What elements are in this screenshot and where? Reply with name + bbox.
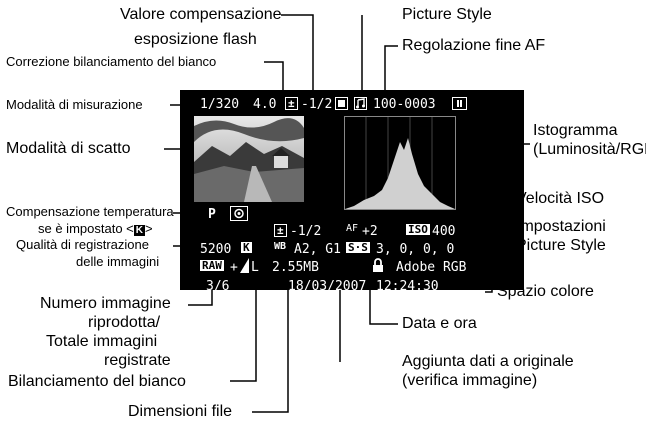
- histogram: [344, 116, 456, 210]
- image-number-label-line3: Totale immagini: [46, 333, 158, 350]
- date-time-label: Data e ora: [402, 315, 477, 332]
- folder-file-number: 100-0003: [373, 97, 436, 112]
- k-mode-icon: K: [241, 241, 252, 254]
- music-icon: [354, 97, 367, 113]
- white-balance-label: Bilanciamento del bianco: [8, 373, 186, 390]
- verification-lock-icon: [372, 258, 384, 276]
- image-number-label-line1: Numero immagine: [40, 295, 171, 312]
- verification-label-line2: (verifica immagine): [402, 372, 538, 389]
- af-adjust-value: +2: [362, 224, 378, 239]
- file-size-label: Dimensioni file: [128, 403, 233, 420]
- raw-badge: RAW: [200, 259, 224, 272]
- iso-value: 400: [432, 224, 456, 239]
- ps-settings-label-line2: Picture Style: [516, 237, 606, 254]
- date-value: 18/03/2007: [288, 279, 367, 294]
- flash-exp-comp-value: -1/2: [290, 224, 322, 239]
- metering-mode-icon: [230, 206, 248, 224]
- quality-plus: +: [230, 260, 238, 275]
- color-temp-label-line1: Compensazione temperatura: [6, 204, 174, 219]
- jpeg-quality-icon: [240, 258, 250, 276]
- picture-style-values: 3, 0, 0, 0: [376, 242, 455, 257]
- flash-comp-label-line1: Valore compensazione: [120, 6, 282, 23]
- wb-shift-icon: WB: [274, 241, 287, 252]
- color-temperature-value: 5200: [200, 242, 232, 257]
- image-number-label-line4: registrate: [104, 352, 171, 369]
- file-size-value: 2.55MB: [272, 260, 319, 275]
- picture-style-icon: S·S: [346, 241, 370, 254]
- wb-shift-value: A2, G1: [294, 242, 341, 257]
- ps-settings-label-line1: Impostazioni: [516, 218, 606, 235]
- metering-mode-label: Modalità di misurazione: [6, 97, 143, 112]
- histogram-label-line1: Istogramma: [533, 122, 618, 139]
- shooting-mode-label: Modalità di scatto: [6, 140, 131, 157]
- time-value: 12:24:30: [376, 279, 439, 294]
- exposure-comp-icon: ±: [285, 97, 298, 110]
- image-count-value: 3/6: [206, 279, 230, 294]
- color-space-value: Adobe RGB: [396, 260, 467, 275]
- wb-correction-label: Correzione bilanciamento del bianco: [6, 54, 217, 69]
- protect-icon: [335, 97, 348, 113]
- card-icon: [452, 97, 467, 113]
- flash-exp-comp-icon: ±: [274, 224, 287, 237]
- image-thumbnail: [194, 116, 304, 202]
- iso-badge: ISO: [406, 223, 430, 236]
- aperture-value: 4.0: [253, 97, 277, 112]
- iso-speed-label: Velocità ISO: [516, 190, 605, 207]
- af-fine-adjust-label: Regolazione fine AF: [402, 37, 546, 54]
- af-adjust-icon: AF: [346, 223, 359, 234]
- histogram-label-line2: (Luminosità/RGB): [533, 141, 646, 158]
- exposure-comp-value: -1/2: [301, 97, 333, 112]
- image-size-value: L: [251, 260, 259, 275]
- verification-label-line1: Aggiunta dati a originale: [402, 353, 574, 370]
- flash-comp-label-line2: esposizione flash: [134, 31, 257, 48]
- quality-label-line1: Qualità di registrazione: [16, 237, 149, 252]
- quality-label-line2: delle immagini: [76, 254, 160, 269]
- camera-lcd-screen: 1/320 4.0 ± -1/2 100-0003: [180, 90, 524, 294]
- k-icon: K: [133, 225, 145, 236]
- color-temp-label-line2: se è impostato <K>: [38, 221, 153, 236]
- picture-style-label: Picture Style: [402, 6, 492, 23]
- shutter-speed: 1/320: [200, 97, 240, 112]
- image-number-label-line2: riprodotta/: [88, 314, 161, 331]
- shooting-mode-value: P: [208, 207, 216, 222]
